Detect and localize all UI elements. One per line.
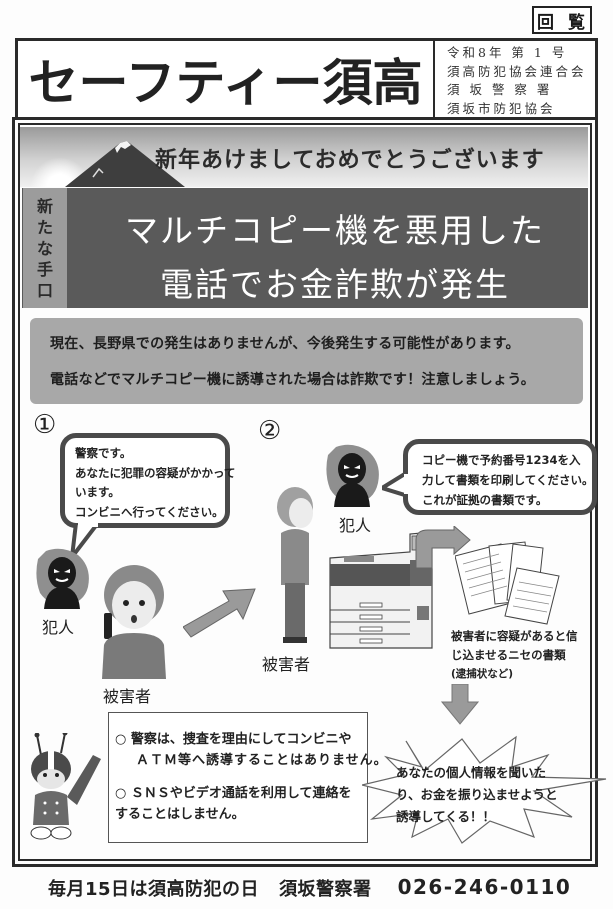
warning-burst-shape [362, 735, 607, 844]
circulation-char-2: 覧 [568, 12, 587, 33]
fake-documents-caption: 被害者に容疑があると信 じ込ませるニセの書類 (逮捕状など) [451, 627, 578, 684]
caption-line: じ込ませるニセの書類 [451, 648, 566, 662]
criminal-label-1: 犯人 [42, 618, 75, 637]
new-method-tag: 新 た な 手 口 [23, 188, 67, 308]
publisher-association: 須坂市防犯協会 [447, 100, 556, 116]
tag-char: た [36, 217, 53, 237]
speech-tail-icon-2 [382, 470, 408, 499]
tag-char: 口 [36, 280, 53, 300]
rule-text: 警察は、捜査を理由にしてコンビニや [130, 732, 352, 747]
victim-label-1: 被害者 [103, 687, 152, 706]
publisher-police: 須 坂 警 察 署 [447, 82, 553, 97]
arrow-down-icon [441, 684, 479, 725]
footer: 毎月15日は須高防犯の日 須坂警察署 026-246-0110 [48, 875, 571, 901]
bubble-line: コンビニへ行ってください。 [75, 504, 224, 519]
notice-line-2: 電話などでマルチコピー機に誘導された場合は詐欺です！注意しましょう。 [50, 372, 536, 388]
bubble-line: 力して書類を印刷してください。 [422, 473, 594, 487]
bubble-line: います。 [75, 485, 120, 499]
police-mascot-icon [30, 733, 101, 840]
police-station-name: 須坂警察署 [279, 879, 372, 900]
bubble-line: コピー機で予約番号1234を入 [422, 453, 581, 467]
new-year-greeting: 新年あけましておめでとうございます [155, 148, 545, 173]
tag-char: な [36, 238, 53, 258]
criminal-label-2: 犯人 [339, 516, 372, 535]
caption-line: 被害者に容疑があると信 [451, 629, 578, 643]
step-2-number: ② [258, 416, 282, 446]
speech-tail-icon [69, 523, 101, 559]
bubble-line: これが証拠の書類です。 [422, 493, 548, 507]
headline-line-2: 電話でお金詐欺が発生 [160, 265, 510, 304]
arrow-right-up-icon [183, 588, 256, 638]
police-rule-2: ○ ＳＮＳやビデオ通話を利用して連絡を することはしません。 [115, 783, 367, 825]
bubble-line: あなたに犯罪の容疑がかかって [75, 465, 236, 480]
elderly-victim-on-phone-icon [102, 565, 166, 679]
issue-number: 令和8年 第 1 号 [447, 45, 568, 60]
circle-bullet-icon: ○ [115, 732, 127, 747]
notice-box: 現在、長野県での発生はありませんが、今後発生する可能性があります。 電話などでマ… [30, 318, 583, 404]
criminal-on-phone-icon-2 [326, 444, 379, 507]
step-1-speech-bubble: 警察です。 あなたに犯罪の容疑がかかって います。 コンビニへ行ってください。 [60, 433, 236, 528]
burst-line: あなたの個人情報を聞いた [396, 765, 547, 780]
victim-standing-icon [277, 487, 313, 643]
circulation-badge: 回 覧 [532, 6, 592, 34]
issue-info: 令和8年 第 1 号 須高防犯協会連合会 須 坂 警 察 署 須坂市防犯協会 [433, 41, 595, 117]
print-output-arrow-icon [415, 526, 471, 569]
police-rules-box: ○ 警察は、捜査を理由にしてコンビニや ＡＴＭ等へ誘導することはありません。 ○… [108, 712, 388, 843]
circle-bullet-icon: ○ [115, 786, 127, 801]
rule-text: することはしません。 [115, 807, 245, 822]
tag-char: 新 [36, 196, 53, 216]
crime-prevention-day: 毎月15日は須高防犯の日 [48, 879, 260, 900]
step-1-number: ① [33, 410, 57, 440]
warning-burst-text: あなたの個人情報を聞いた り、お金を振り込ませようと 誘導してくる！！ [396, 762, 558, 828]
police-phone-number: 026-246-0110 [397, 875, 572, 899]
mount-fuji-icon [65, 141, 185, 187]
notice-line-1: 現在、長野県での発生はありませんが、今後発生する可能性があります。 [50, 336, 520, 352]
burst-line: り、お金を振り込ませようと [396, 787, 558, 802]
new-year-banner: 新年あけましておめでとうございます [20, 127, 588, 187]
headline-line-1: マルチコピー機を悪用した [125, 211, 545, 250]
criminal-on-phone-icon [36, 548, 89, 609]
fake-documents-icon [455, 541, 560, 625]
step-2-speech-bubble: コピー機で予約番号1234を入 力して書類を印刷してください。 これが証拠の書類… [403, 439, 597, 515]
headline-banner: 新 た な 手 口 マルチコピー機を悪用した 電話でお金詐欺が発生 [22, 188, 588, 308]
newsletter-header: セーフティー須高 令和8年 第 1 号 須高防犯協会連合会 須 坂 警 察 署 … [15, 38, 598, 120]
newsletter-title: セーフティー須高 [28, 54, 423, 112]
rule-text: ＳＮＳやビデオ通話を利用して連絡を [130, 786, 352, 801]
bubble-line: 警察です。 [75, 446, 132, 460]
police-rule-1: ○ 警察は、捜査を理由にしてコンビニや ＡＴＭ等へ誘導することはありません。 [115, 729, 388, 771]
tag-char: 手 [36, 259, 53, 279]
circulation-char-1: 回 [537, 12, 556, 33]
victim-label-2: 被害者 [262, 655, 311, 674]
rule-text: ＡＴＭ等へ誘導することはありません。 [136, 753, 388, 768]
caption-example: (逮捕状など) [451, 668, 514, 680]
burst-line: 誘導してくる！！ [396, 809, 496, 824]
publisher-federation: 須高防犯協会連合会 [447, 63, 587, 79]
